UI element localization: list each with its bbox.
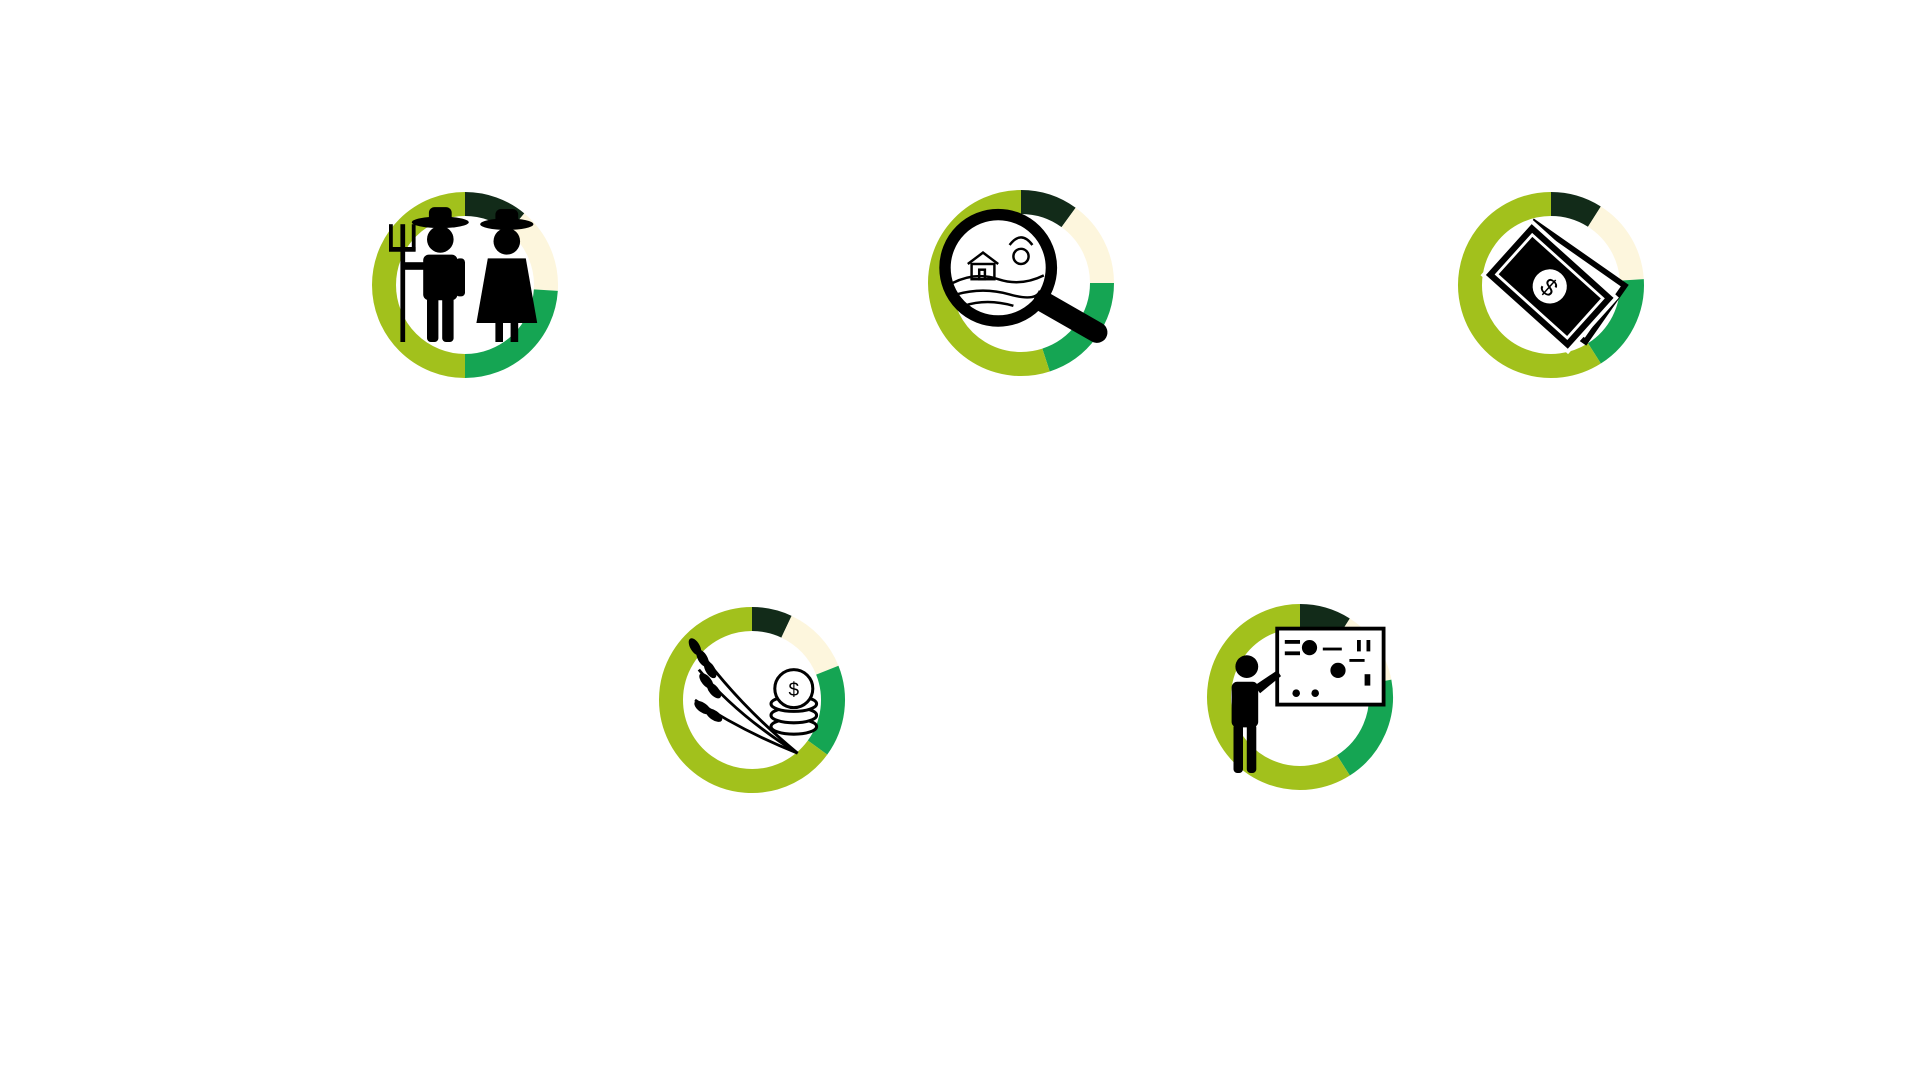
donut-slice-green (807, 665, 845, 755)
wheat-coins-icon: $ (688, 638, 819, 755)
donut-slice-lime (1207, 604, 1350, 790)
donut-slice-dark-green (1020, 190, 1076, 228)
farm-magnifier-icon (939, 208, 1108, 343)
donut-slice-cream (1061, 207, 1114, 284)
donut-chart-4: $ (657, 605, 847, 795)
donut-chart-1 (370, 190, 560, 380)
donut-slice-lime (372, 192, 466, 378)
donut-chart-2 (926, 188, 1116, 378)
donut-ring (1458, 192, 1644, 378)
donut-slice-green (1587, 279, 1644, 364)
money-icon: $ (1480, 218, 1629, 355)
farmers-icon (389, 207, 538, 342)
donut-slice-dark-green (751, 607, 792, 638)
donut-slice-cream (780, 615, 839, 676)
donut-slice-green (464, 288, 558, 378)
presenter-board-icon (1231, 626, 1386, 773)
svg-text:$: $ (789, 680, 800, 701)
donut-slice-dark-green (1550, 192, 1601, 227)
donut-ring (659, 607, 845, 793)
donut-slice-cream (1587, 206, 1644, 282)
donut-chart-3: $ (1456, 190, 1646, 380)
donut-slice-lime (1458, 192, 1601, 378)
donut-chart-5 (1205, 602, 1395, 792)
donut-slice-lime (659, 607, 828, 793)
